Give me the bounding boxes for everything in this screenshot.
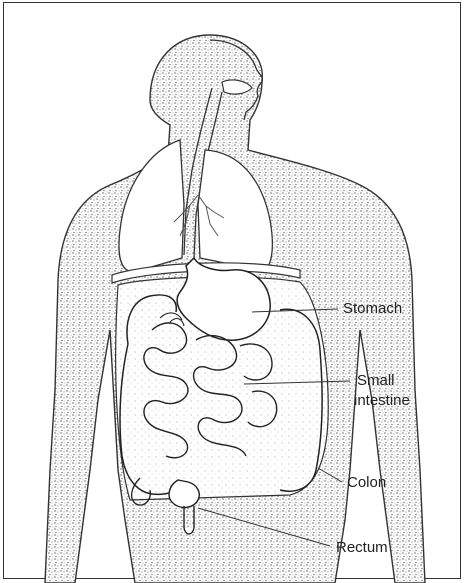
label-small-intestine-line2: intestine [354,392,410,410]
left-lung [119,140,184,272]
label-small-intestine-line1: Small [357,372,395,390]
label-colon: Colon [347,474,386,492]
label-rectum: Rectum [336,539,388,557]
label-stomach: Stomach [343,300,402,318]
